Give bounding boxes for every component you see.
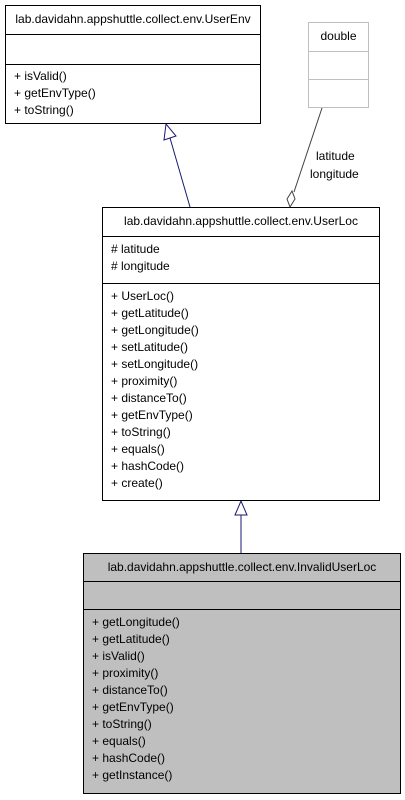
attribute-item: # latitude: [111, 242, 160, 256]
method-item: + proximity(): [92, 666, 159, 680]
attribute-item: # longitude: [111, 259, 170, 273]
class-box-invalid-userloc[interactable]: lab.davidahn.appshuttle.collect.env.Inva…: [83, 553, 401, 794]
inheritance-edge-userloc-userenv: [169, 137, 191, 208]
method-item: + getLongitude(): [111, 323, 199, 337]
method-item: + getEnvType(): [14, 86, 96, 100]
method-item: + getLatitude(): [111, 306, 189, 320]
association-edge-double-userloc: [293, 107, 323, 193]
method-item: + getLatitude(): [92, 632, 170, 646]
class-box-userenv[interactable]: lab.davidahn.appshuttle.collect.env.User…: [5, 5, 261, 124]
method-item: + setLongitude(): [111, 357, 199, 371]
method-item: + distanceTo(): [111, 391, 187, 405]
method-item: + equals(): [92, 734, 146, 748]
methods-section: [309, 80, 368, 107]
method-item: + create(): [111, 476, 163, 490]
class-box-userloc[interactable]: lab.davidahn.appshuttle.collect.env.User…: [102, 207, 380, 501]
association-label-latitude: latitude: [316, 149, 355, 163]
method-item: + toString(): [14, 103, 74, 117]
method-item: + hashCode(): [111, 459, 185, 473]
method-item: + getEnvType(): [111, 408, 193, 422]
class-name: double: [309, 23, 368, 52]
association-label-longitude: longitude: [310, 167, 359, 181]
method-item: + getInstance(): [92, 768, 173, 782]
methods-section: + getLongitude() + getLatitude() + isVal…: [84, 610, 400, 785]
inheritance-arrowhead-userenv: [163, 122, 177, 141]
method-item: + getEnvType(): [92, 700, 174, 714]
method-item: + hashCode(): [92, 751, 166, 765]
attributes-section: [6, 35, 260, 65]
aggregation-diamond: [286, 189, 296, 209]
inheritance-arrowhead-userloc: [234, 499, 248, 516]
class-name: lab.davidahn.appshuttle.collect.env.Inva…: [84, 554, 400, 582]
method-item: + setLatitude(): [111, 340, 189, 354]
method-item: + getLongitude(): [92, 615, 180, 629]
methods-section: + UserLoc() + getLatitude() + getLongitu…: [103, 284, 379, 493]
method-item: + proximity(): [111, 374, 178, 388]
method-item: + toString(): [92, 717, 152, 731]
method-item: + equals(): [111, 442, 165, 456]
method-item: + UserLoc(): [111, 289, 175, 303]
attributes-section: [309, 52, 368, 80]
method-item: + isValid(): [92, 649, 145, 663]
class-name: lab.davidahn.appshuttle.collect.env.User…: [6, 6, 260, 35]
methods-section: + isValid() + getEnvType() + toString(): [6, 65, 260, 120]
class-box-double[interactable]: double: [308, 22, 369, 108]
attributes-section: [84, 582, 400, 610]
attributes-section: # latitude # longitude: [103, 237, 379, 284]
class-name: lab.davidahn.appshuttle.collect.env.User…: [103, 208, 379, 237]
method-item: + distanceTo(): [92, 683, 168, 697]
method-item: + isValid(): [14, 69, 67, 83]
method-item: + toString(): [111, 425, 171, 439]
